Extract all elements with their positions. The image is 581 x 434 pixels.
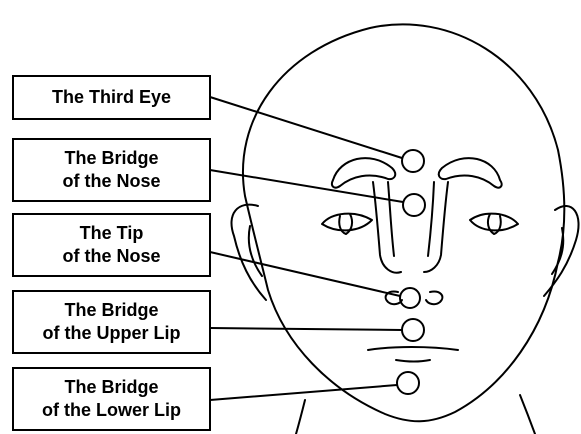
label-third-eye: The Third Eye <box>12 75 211 120</box>
marker-bridge-upper-lip <box>402 319 424 341</box>
label-bridge-of-upper-lip-line-1: The Bridge <box>64 299 158 322</box>
label-bridge-of-upper-lip: The Bridge of the Upper Lip <box>12 290 211 354</box>
label-bridge-of-lower-lip: The Bridge of the Lower Lip <box>12 367 211 431</box>
nose-right-line <box>424 182 448 272</box>
neck-left-line <box>296 400 305 434</box>
label-bridge-of-lower-lip-line-1: The Bridge <box>64 376 158 399</box>
nose-left-line-inner <box>388 182 394 256</box>
label-bridge-of-lower-lip-line-2: of the Lower Lip <box>42 399 181 422</box>
neck-right-line <box>520 395 535 434</box>
left-eye <box>322 214 372 231</box>
leader-tip-nose <box>210 252 400 296</box>
left-ear <box>231 205 266 300</box>
leader-third-eye <box>210 97 402 158</box>
marker-third-eye <box>402 150 424 172</box>
right-nostril <box>426 292 442 305</box>
left-ear-inner <box>249 226 262 276</box>
label-bridge-of-nose: The Bridge of the Nose <box>12 138 211 202</box>
label-third-eye-line-1: The Third Eye <box>52 86 171 109</box>
label-tip-of-nose-line-1: The Tip <box>80 222 144 245</box>
label-tip-of-nose-line-2: of the Nose <box>62 245 160 268</box>
nose-right-line-inner <box>428 182 434 256</box>
left-eyebrow <box>332 158 395 188</box>
label-bridge-of-nose-line-1: The Bridge <box>64 147 158 170</box>
label-bridge-of-upper-lip-line-2: of the Upper Lip <box>43 322 181 345</box>
right-eye <box>470 214 518 231</box>
leader-bridge-lower-lip <box>210 385 397 400</box>
label-tip-of-nose: The Tip of the Nose <box>12 213 211 277</box>
marker-bridge-nose <box>403 194 425 216</box>
lower-lip-shadow <box>396 360 430 362</box>
marker-bridge-lower-lip <box>397 372 419 394</box>
mouth-line <box>368 347 458 350</box>
nose-left-line <box>373 182 401 273</box>
leader-bridge-upper-lip <box>210 328 402 330</box>
label-bridge-of-nose-line-2: of the Nose <box>62 170 160 193</box>
marker-tip-nose <box>400 288 420 308</box>
